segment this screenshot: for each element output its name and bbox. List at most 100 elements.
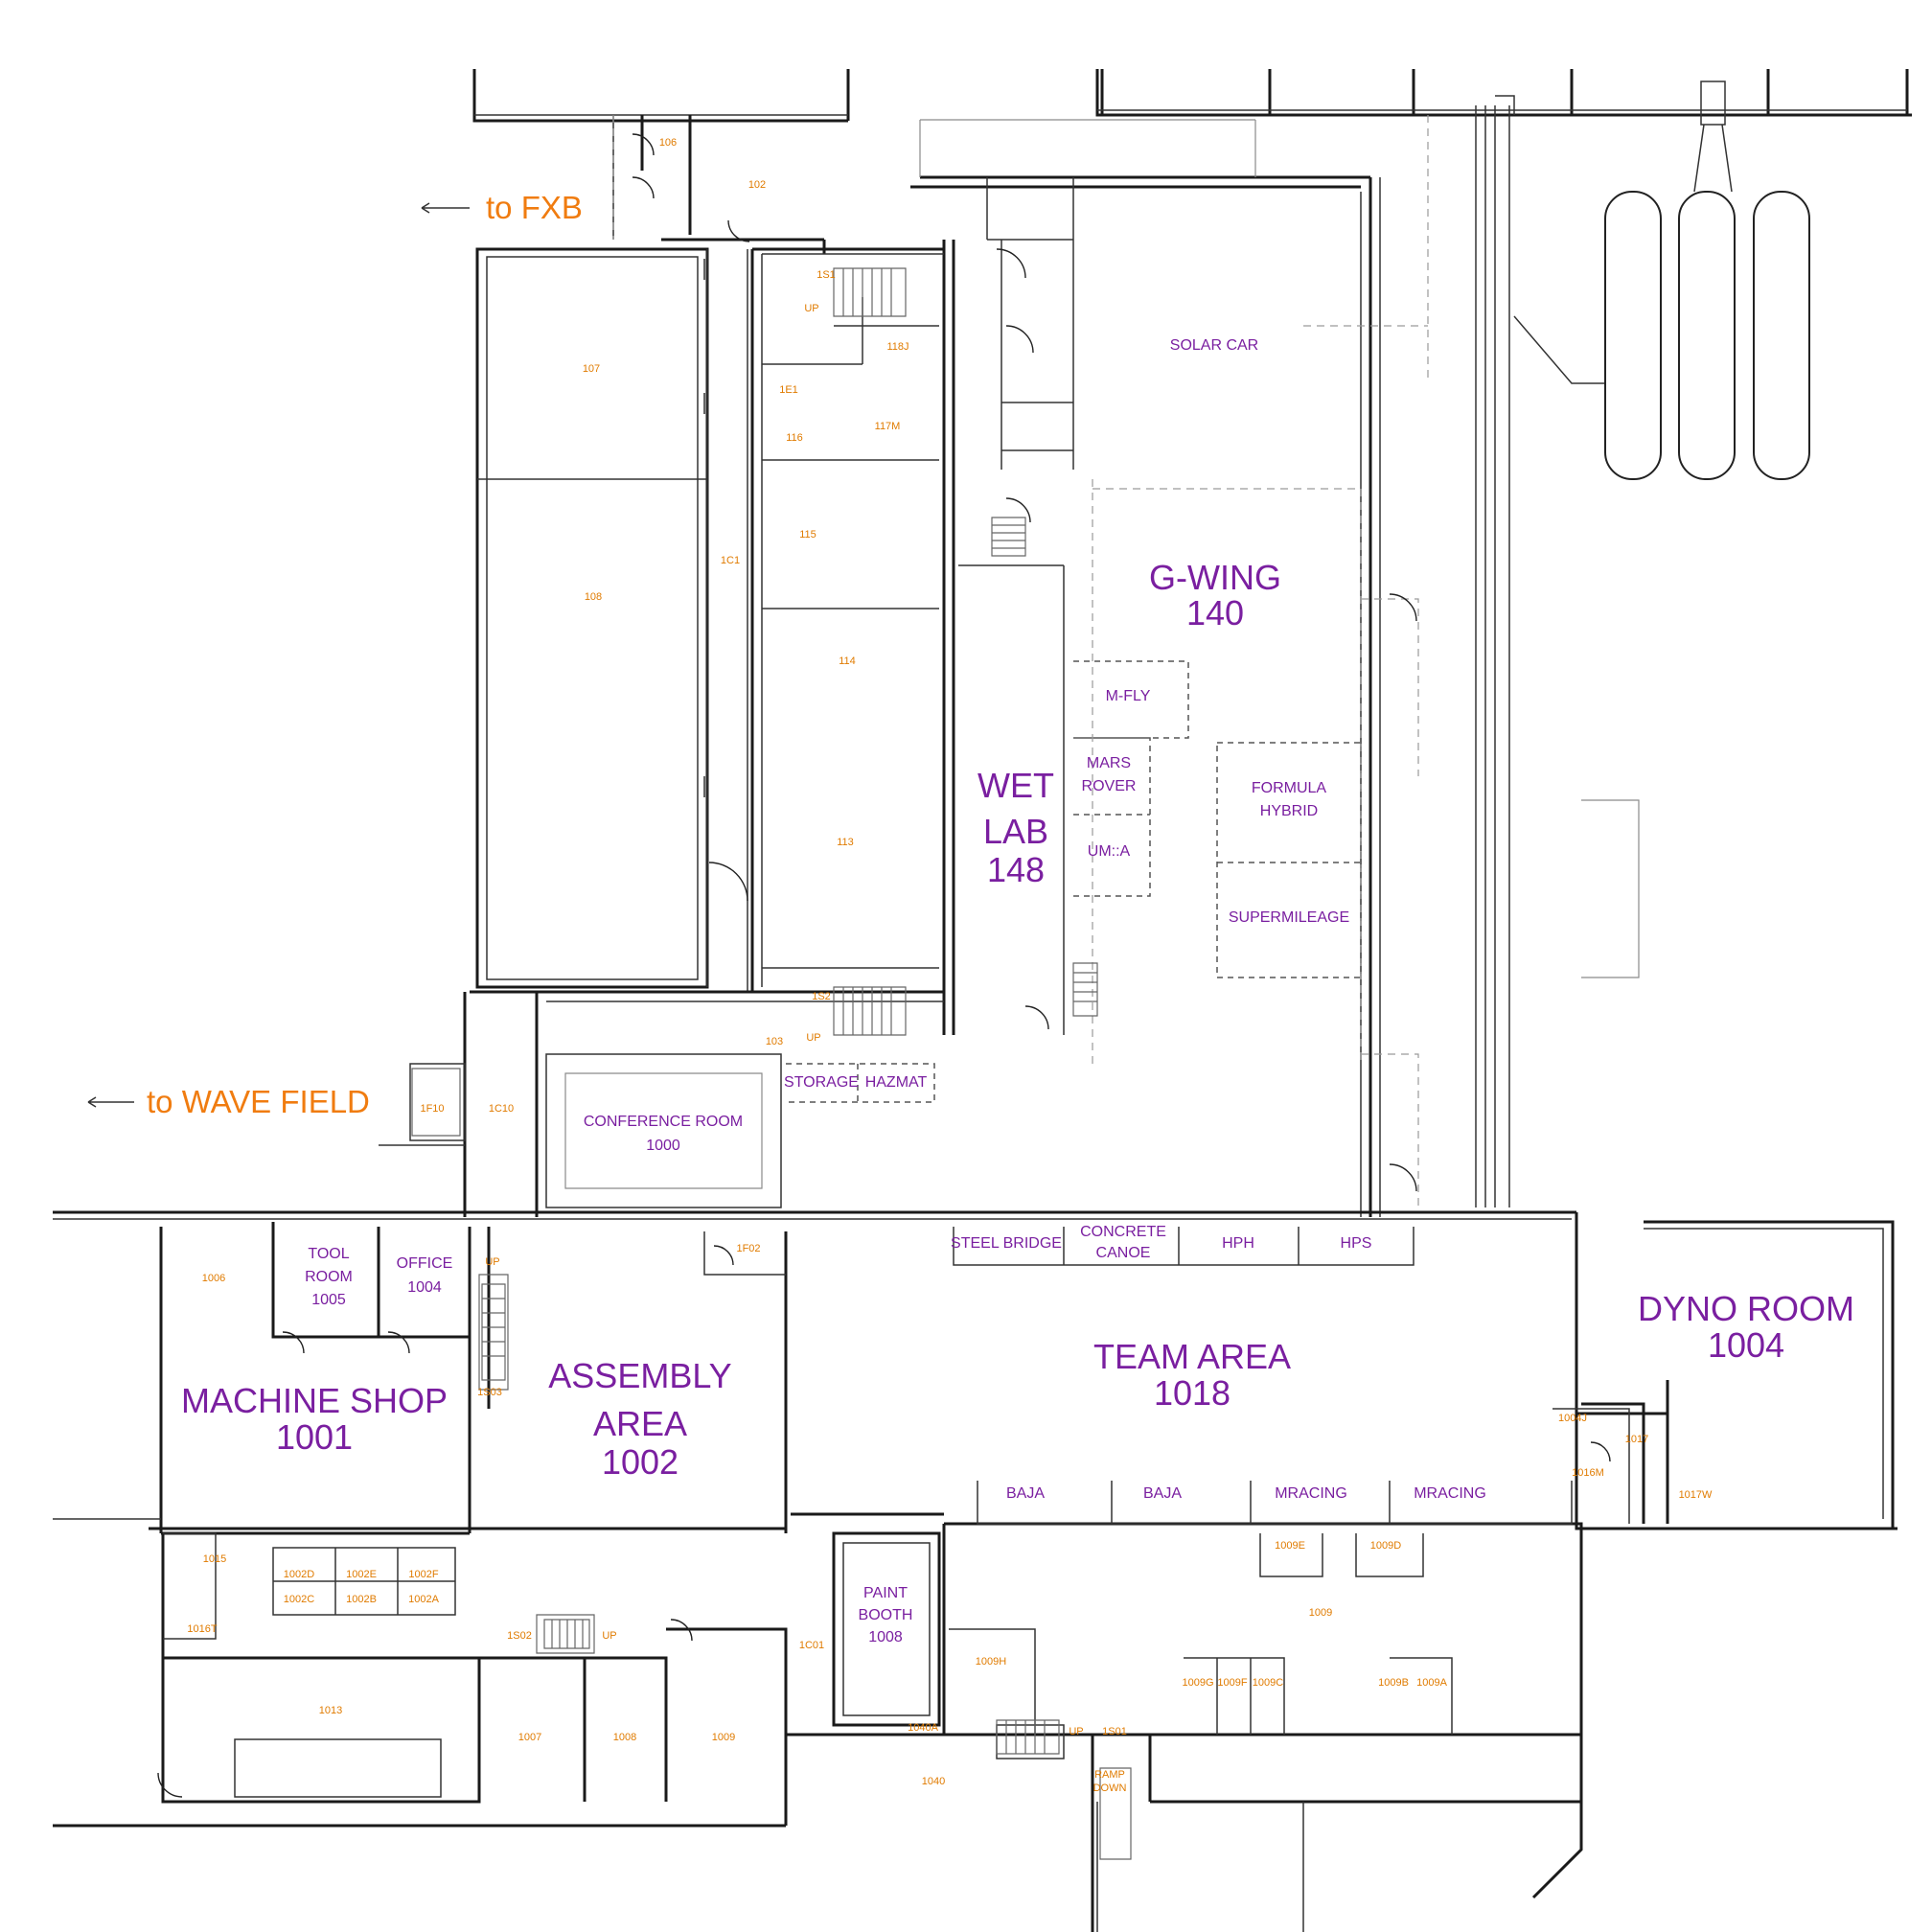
room-1002c: 1002C <box>284 1594 314 1605</box>
room-1016m: 1016M <box>1572 1467 1604 1479</box>
machine-shop-label: MACHINE SHOP 1001 <box>181 1381 448 1457</box>
assembly-name-2: AREA <box>593 1404 687 1443</box>
room-up-1: UP <box>804 303 818 314</box>
conference-room-number: 1000 <box>646 1138 680 1154</box>
formula-hybrid-label-1: FORMULA <box>1252 780 1327 796</box>
room-1009: 1009 <box>1309 1607 1332 1619</box>
room-1s01: 1S01 <box>1102 1726 1127 1737</box>
silo-3 <box>1753 191 1810 480</box>
south-structure <box>53 1210 1898 1932</box>
dyno-room-name: DYNO ROOM <box>1638 1289 1854 1328</box>
room-117m: 117M <box>875 421 901 432</box>
room-1009e: 1009E <box>1275 1540 1305 1552</box>
room-1s02: 1S02 <box>507 1630 532 1642</box>
uma-label: UM::A <box>1088 843 1131 860</box>
room-1002f: 1002F <box>408 1569 438 1580</box>
room-1002d: 1002D <box>284 1569 314 1580</box>
room-1009h: 1009H <box>976 1656 1006 1668</box>
g-wing-number: 140 <box>1186 593 1244 632</box>
team-area-label: TEAM AREA 1018 <box>1093 1337 1291 1413</box>
room-115: 115 <box>799 529 816 540</box>
room-1009c: 1009C <box>1253 1677 1283 1689</box>
room-up-3: UP <box>485 1256 499 1268</box>
office-label: OFFICE <box>397 1255 453 1272</box>
room-1c01: 1C01 <box>799 1640 824 1651</box>
room-1008: 1008 <box>613 1732 636 1743</box>
room-1009-west: 1009 <box>712 1732 735 1743</box>
mechanical-yard <box>1475 80 1810 1208</box>
steel-bridge-label: STEEL BRIDGE <box>951 1235 1062 1252</box>
room-1004j: 1004J <box>1558 1413 1587 1424</box>
room-1040a: 1040A <box>908 1722 938 1734</box>
team-area-name: TEAM AREA <box>1093 1337 1291 1376</box>
concrete-canoe-label-2: CANOE <box>1096 1245 1151 1261</box>
room-1009d: 1009D <box>1370 1540 1401 1552</box>
room-1006: 1006 <box>202 1273 225 1284</box>
hazmat-label: HAZMAT <box>865 1074 928 1091</box>
paint-booth-label-1: PAINT <box>863 1585 908 1601</box>
assembly-number: 1002 <box>602 1442 678 1482</box>
wet-lab-name-1: WET <box>978 766 1054 805</box>
mars-rover-label-2: ROVER <box>1082 778 1137 794</box>
room-118j: 118J <box>886 341 908 353</box>
room-116: 116 <box>786 432 803 444</box>
supermileage-label: SUPERMILEAGE <box>1229 909 1349 926</box>
direction-arrows <box>87 202 470 1108</box>
room-1s1: 1S1 <box>816 269 836 281</box>
room-1009b: 1009B <box>1378 1677 1409 1689</box>
room-1c10: 1C10 <box>489 1103 514 1115</box>
room-up-4: UP <box>602 1630 616 1642</box>
room-103: 103 <box>766 1036 783 1047</box>
team-labels: SOLAR CAR M-FLY MARS ROVER UM::A FORMULA… <box>305 337 1486 1645</box>
stairs <box>481 267 1098 1755</box>
hph-label: HPH <box>1222 1235 1254 1252</box>
room-1002a: 1002A <box>408 1594 439 1605</box>
room-1e1: 1E1 <box>779 384 798 396</box>
formula-hybrid-label-2: HYBRID <box>1260 803 1318 819</box>
to-wave-field-label[interactable]: to WAVE FIELD <box>147 1084 370 1119</box>
mracing-label-1: MRACING <box>1275 1485 1347 1502</box>
room-1013: 1013 <box>319 1705 342 1716</box>
room-1s03: 1S03 <box>477 1387 502 1398</box>
wet-lab-number: 148 <box>987 850 1045 889</box>
room-102: 102 <box>748 179 766 191</box>
arrow-to-wave-field <box>87 1096 134 1108</box>
hps-label: HPS <box>1341 1235 1372 1252</box>
room-1040: 1040 <box>922 1776 945 1787</box>
dyno-room-label: DYNO ROOM 1004 <box>1638 1289 1854 1365</box>
ramp-down-label: DOWN <box>1093 1782 1127 1794</box>
room-1f02: 1F02 <box>736 1243 760 1254</box>
m-fly-label: M-FLY <box>1106 688 1151 704</box>
room-1002e: 1002E <box>346 1569 377 1580</box>
team-area-number: 1018 <box>1154 1373 1230 1413</box>
room-1007: 1007 <box>518 1732 541 1743</box>
machine-shop-name: MACHINE SHOP <box>181 1381 448 1420</box>
solar-car-label: SOLAR CAR <box>1170 337 1258 354</box>
north-structure <box>472 69 1912 1217</box>
ramp-label: RAMP <box>1094 1769 1125 1781</box>
g-wing-name: G-WING <box>1149 558 1281 597</box>
baja-label-2: BAJA <box>1143 1485 1182 1502</box>
room-1009g: 1009G <box>1182 1677 1213 1689</box>
to-fxb-label[interactable]: to FXB <box>486 190 583 225</box>
conference-room-label: CONFERENCE ROOM <box>584 1114 743 1130</box>
room-1c1: 1C1 <box>721 555 740 566</box>
room-1009f: 1009F <box>1217 1677 1247 1689</box>
door-swings <box>157 133 1611 1798</box>
room-1017: 1017 <box>1625 1434 1648 1445</box>
mars-rover-label-1: MARS <box>1087 755 1131 771</box>
tool-room-number: 1005 <box>311 1292 346 1308</box>
storage-label: STORAGE <box>784 1074 859 1091</box>
concrete-canoe-label-1: CONCRETE <box>1080 1224 1166 1240</box>
room-up-5: UP <box>1069 1726 1083 1737</box>
room-up-2: UP <box>806 1032 820 1044</box>
wet-lab-name-2: LAB <box>983 812 1048 851</box>
room-numbers: 106 102 107 108 1C1 1S1 UP 118J 1E1 117M… <box>187 137 1713 1794</box>
baja-label-1: BAJA <box>1006 1485 1045 1502</box>
tool-room-label-2: ROOM <box>305 1269 353 1285</box>
room-108: 108 <box>585 591 602 603</box>
g-wing-label: G-WING 140 <box>1149 558 1281 632</box>
paint-booth-number: 1008 <box>868 1629 903 1645</box>
paint-booth-label-2: BOOTH <box>859 1607 913 1623</box>
